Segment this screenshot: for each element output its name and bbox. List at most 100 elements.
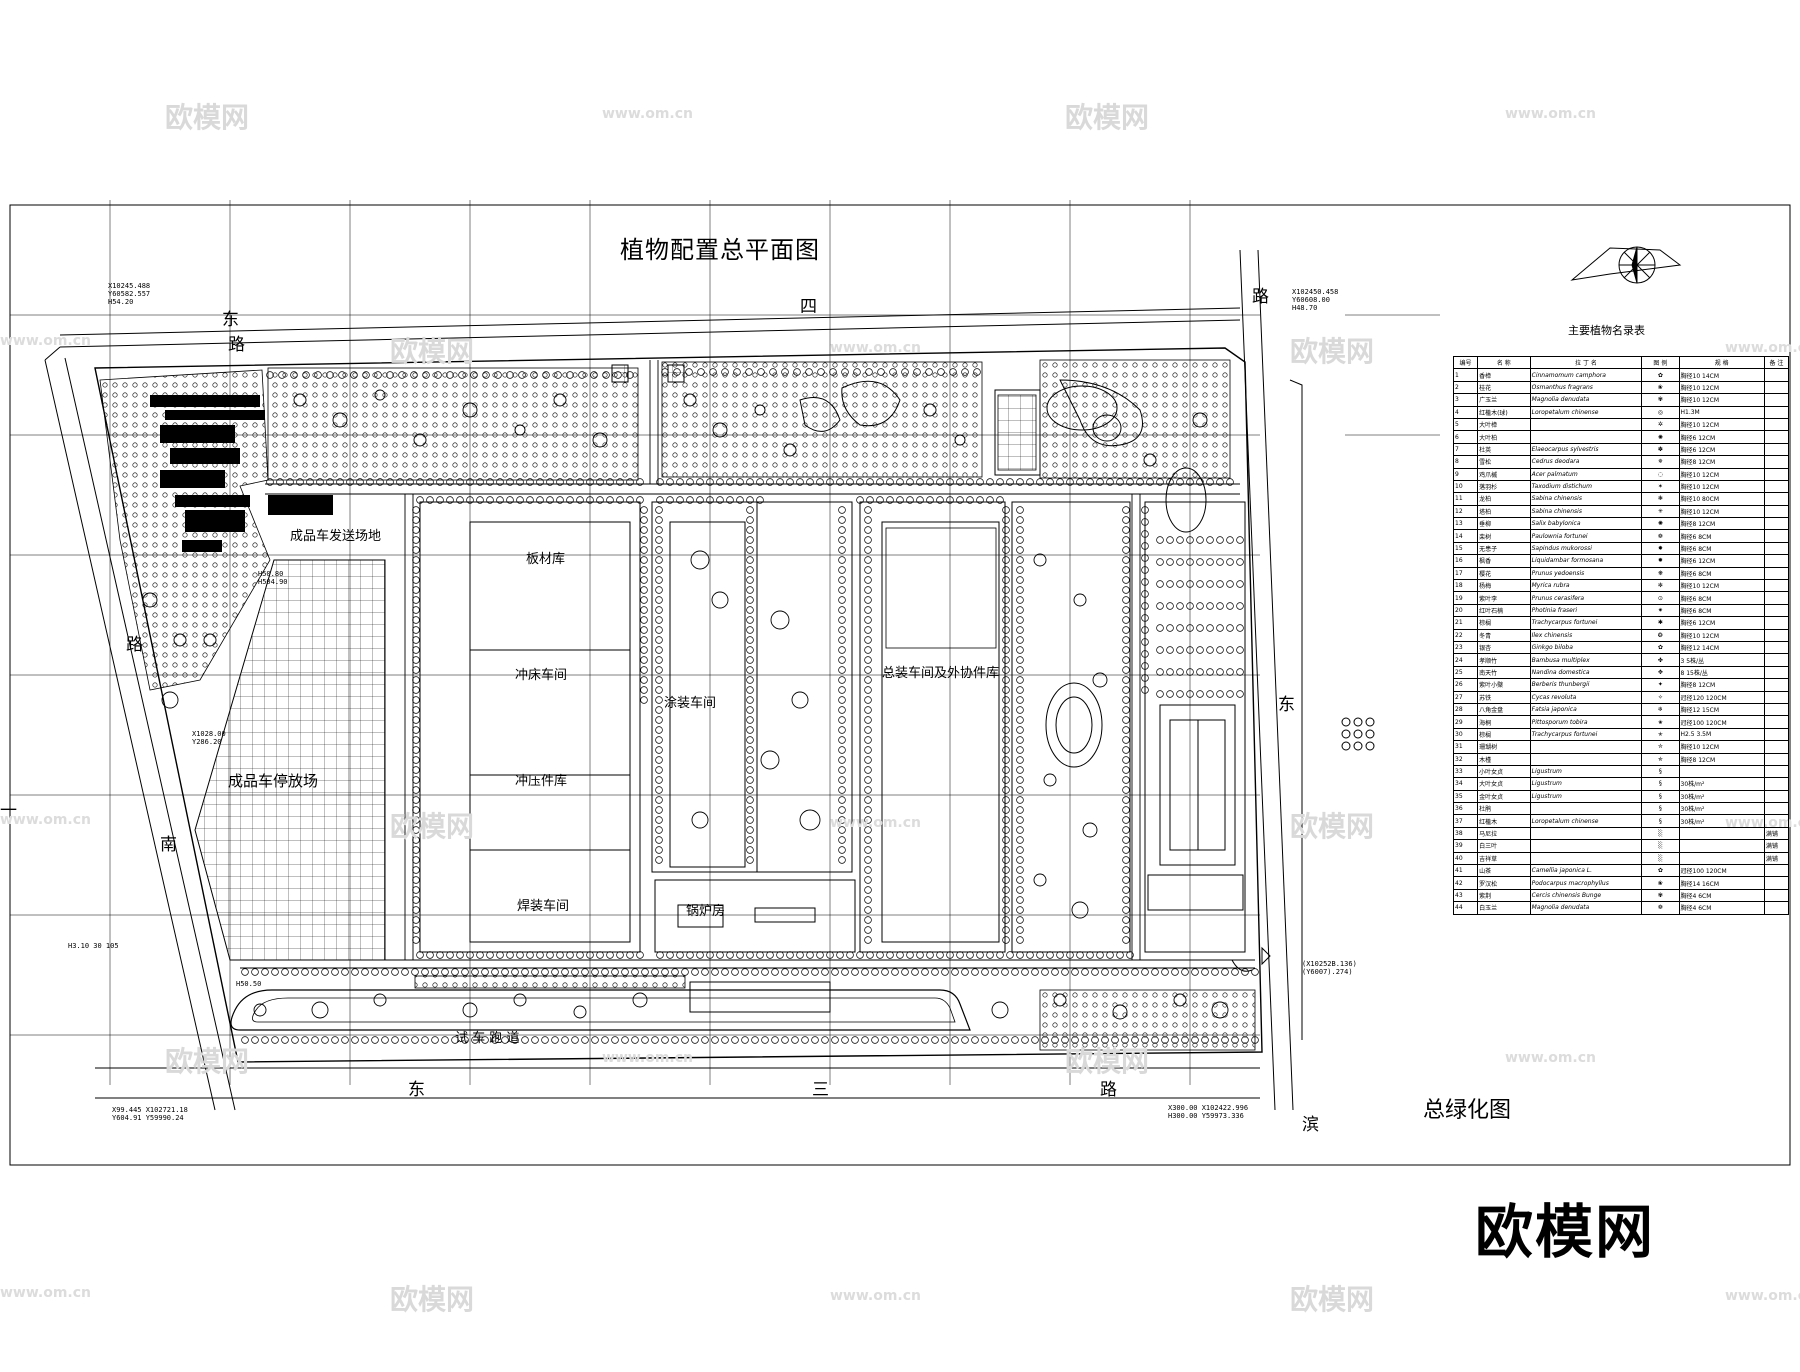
tree-symbol bbox=[686, 951, 694, 959]
cell-symbol: ✺ bbox=[1641, 517, 1680, 531]
tree-symbol bbox=[655, 736, 663, 744]
tree-symbol bbox=[1002, 826, 1010, 834]
cell-note bbox=[1763, 455, 1790, 469]
cell-note bbox=[1763, 653, 1790, 667]
tree-symbol bbox=[481, 1036, 489, 1044]
tree-symbol bbox=[838, 846, 846, 854]
tree-symbol bbox=[1106, 951, 1114, 959]
cell-spec: 胸径8 12CM bbox=[1678, 455, 1765, 469]
cell-note bbox=[1763, 640, 1790, 655]
tree-symbol bbox=[1141, 638, 1149, 646]
tree-symbol bbox=[896, 496, 904, 504]
cell-symbol: ✯ bbox=[1641, 752, 1680, 766]
tree-symbol bbox=[1016, 606, 1024, 614]
cell-no: 9 bbox=[1452, 467, 1479, 481]
tree-symbol bbox=[1016, 846, 1024, 854]
cell-name: 桂花 bbox=[1477, 380, 1531, 395]
tree-symbol bbox=[1122, 736, 1130, 744]
tree-symbol bbox=[1196, 690, 1204, 698]
tree-symbol bbox=[655, 846, 663, 854]
tree-symbol bbox=[746, 951, 754, 959]
cell-spec: 胸径10 12CM bbox=[1678, 393, 1765, 407]
cell-note bbox=[1763, 467, 1790, 481]
tree-symbol bbox=[1002, 706, 1010, 714]
tree-symbol bbox=[838, 626, 846, 634]
tree-symbol bbox=[341, 968, 349, 976]
cell-spec: 8 15株/丛 bbox=[1678, 665, 1765, 680]
tree-symbol bbox=[1002, 626, 1010, 634]
cell-no: 44 bbox=[1452, 901, 1479, 915]
cell-no: 42 bbox=[1452, 876, 1479, 890]
tree-symbol bbox=[1046, 478, 1054, 486]
tree-symbol bbox=[966, 951, 974, 959]
tree-symbol bbox=[640, 636, 648, 644]
tree-symbol bbox=[412, 846, 420, 854]
tree-symbol bbox=[746, 626, 754, 634]
tree-symbol bbox=[864, 756, 872, 764]
tree-symbol bbox=[356, 478, 364, 486]
tree-symbol bbox=[1002, 766, 1010, 774]
tree-symbol bbox=[838, 766, 846, 774]
cell-latin bbox=[1529, 826, 1643, 841]
tree-symbol bbox=[697, 368, 705, 376]
tree-symbol bbox=[886, 951, 894, 959]
cell-spec: 胸径10 12CM bbox=[1678, 417, 1765, 432]
tree-symbol bbox=[1186, 558, 1194, 566]
cell-latin: Ginkgo biloba bbox=[1529, 640, 1643, 655]
tree-symbol bbox=[1122, 706, 1130, 714]
tree-symbol bbox=[746, 716, 754, 724]
cell-symbol: ✱ bbox=[1641, 616, 1680, 630]
tree-symbol bbox=[1122, 866, 1130, 874]
tree-symbol bbox=[856, 478, 864, 486]
plant-table-header: 编号 名 称 拉 丁 名 图 例 规 格 备 注 bbox=[1452, 355, 1790, 370]
tree-symbol bbox=[801, 1036, 809, 1044]
tree-symbol bbox=[1016, 856, 1024, 864]
tree-symbol bbox=[821, 1036, 829, 1044]
tree-symbol bbox=[266, 478, 274, 486]
cell-latin: Pittosporum tobira bbox=[1529, 715, 1643, 729]
tree-symbol bbox=[1016, 776, 1024, 784]
tree-symbol bbox=[412, 806, 420, 814]
cell-name: 苏铁 bbox=[1477, 690, 1531, 704]
tree-symbol bbox=[412, 676, 420, 684]
tree-symbol bbox=[838, 756, 846, 764]
cell-name: 红檵木(球) bbox=[1477, 405, 1531, 419]
tree-symbol bbox=[241, 1036, 249, 1044]
tree-symbol bbox=[412, 876, 420, 884]
tree-symbol bbox=[291, 968, 299, 976]
tree-symbol bbox=[726, 496, 734, 504]
cell-latin bbox=[1529, 851, 1643, 866]
cell-symbol: ✹ bbox=[1641, 554, 1680, 568]
tree-symbol bbox=[746, 556, 754, 564]
tree-symbol bbox=[838, 516, 846, 524]
cell-latin bbox=[1529, 802, 1643, 816]
cell-latin: Cycas revoluta bbox=[1529, 690, 1643, 704]
tree-symbol bbox=[861, 968, 869, 976]
tree-symbol bbox=[1002, 686, 1010, 694]
tree-symbol bbox=[746, 796, 754, 804]
tree-symbol bbox=[676, 478, 684, 486]
tree-symbol bbox=[631, 968, 639, 976]
tree-symbol bbox=[301, 1036, 309, 1044]
tree-symbol bbox=[655, 606, 663, 614]
road-label-south: 三 bbox=[812, 1080, 829, 1100]
tree-symbol bbox=[602, 371, 610, 379]
tree-symbol bbox=[422, 371, 430, 379]
tree-symbol bbox=[864, 636, 872, 644]
cell-symbol: ✳ bbox=[1641, 504, 1680, 519]
watermark-url: www.om.cn bbox=[0, 812, 92, 828]
tree-symbol bbox=[1122, 766, 1130, 774]
tree-symbol bbox=[876, 951, 884, 959]
tree-symbol bbox=[306, 478, 314, 486]
tree-symbol bbox=[1236, 646, 1244, 654]
tree-symbol bbox=[1016, 656, 1024, 664]
cell-no: 13 bbox=[1452, 517, 1479, 531]
header-symbol: 图 例 bbox=[1641, 355, 1680, 370]
tree-symbol bbox=[626, 371, 634, 379]
